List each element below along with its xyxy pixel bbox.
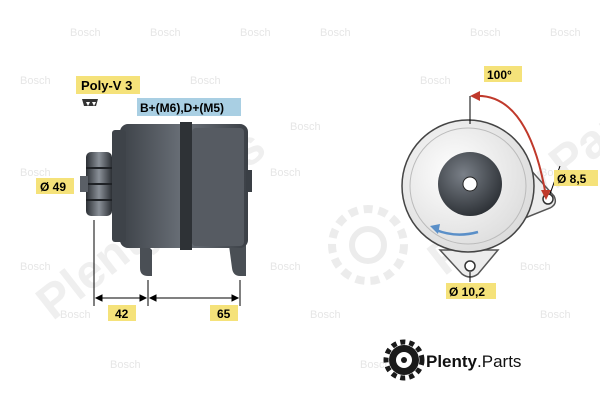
belt-profile-icon [82,99,98,106]
stator-band [180,122,192,250]
hole-right-label: Ø 8,5 [557,172,587,186]
watermark-brand: Bosch Bosch Bosch Bosch Bosch Bosch Bosc… [20,27,581,371]
svg-text:Bosch: Bosch [270,167,301,179]
terminal-label-box [137,98,241,116]
terminal-label: B+(M6),D+(M5) [140,101,224,115]
angle-label-box [484,66,522,82]
alternator-front-view [401,119,557,278]
svg-text:Bosch: Bosch [240,27,271,39]
pulley-diameter-label-box [36,178,74,194]
svg-text:Bosch: Bosch [20,167,51,179]
brand-name: Plenty.Parts [426,352,521,371]
terminal-post [246,170,252,192]
svg-text:Bosch: Bosch [320,27,351,39]
pulley-diameter-label: Ø 49 [40,180,66,194]
pulley-grooves [86,167,112,201]
mounting-hole-bottom [464,260,476,272]
svg-text:Bosch: Bosch [520,261,551,273]
hole-bottom-label: Ø 10,2 [449,285,485,299]
housing-rim [409,127,527,245]
gear-icon [383,339,425,381]
svg-text:Bosch: Bosch [70,27,101,39]
svg-text:Bosch: Bosch [20,261,51,273]
svg-text:Bosch: Bosch [270,261,301,273]
watermark-gear-icon [328,205,408,285]
dim-left-label: 42 [115,307,129,321]
svg-text:Bosch: Bosch [360,359,391,371]
brand-name-main: Plenty [426,352,478,371]
dim-left-label-box [108,305,136,321]
pulley-shaft [80,176,88,192]
angle-label: 100° [487,68,512,82]
belt-type-label: Poly-V 3 [81,78,132,93]
rotation-arrow [435,228,479,236]
angle-arrow-start [470,91,480,101]
svg-text:Bosch: Bosch [290,121,321,133]
svg-text:Bosch: Bosch [110,359,141,371]
angle-arc [473,94,547,197]
svg-text:Bosch: Bosch [550,27,581,39]
svg-text:Bosch: Bosch [540,309,571,321]
svg-text:Bosch: Bosch [470,27,501,39]
brand-name-suffix: .Parts [477,352,521,371]
dimension-lines [93,220,241,306]
svg-text:Bosch: Bosch [60,309,91,321]
svg-text:Bosch: Bosch [20,75,51,87]
angle-arrow-end [541,190,551,200]
hole-right-label-box [554,170,598,186]
shaft-center [462,176,478,192]
brand-logo: Plenty.Parts [383,339,521,381]
rotation-arrow-head [430,224,440,234]
hole-bottom-label-box [446,283,496,299]
belt-type-label-box [76,76,140,94]
front-flange [112,130,126,242]
svg-text:Bosch: Bosch [190,75,221,87]
dim-right-label-box [210,305,238,321]
alternator-side-view [80,122,252,276]
svg-text:Bosch: Bosch [310,309,341,321]
rear-housing [192,128,244,246]
svg-text:Bosch: Bosch [150,27,181,39]
svg-text:Bosch: Bosch [420,75,451,87]
dim-right-label: 65 [217,307,231,321]
